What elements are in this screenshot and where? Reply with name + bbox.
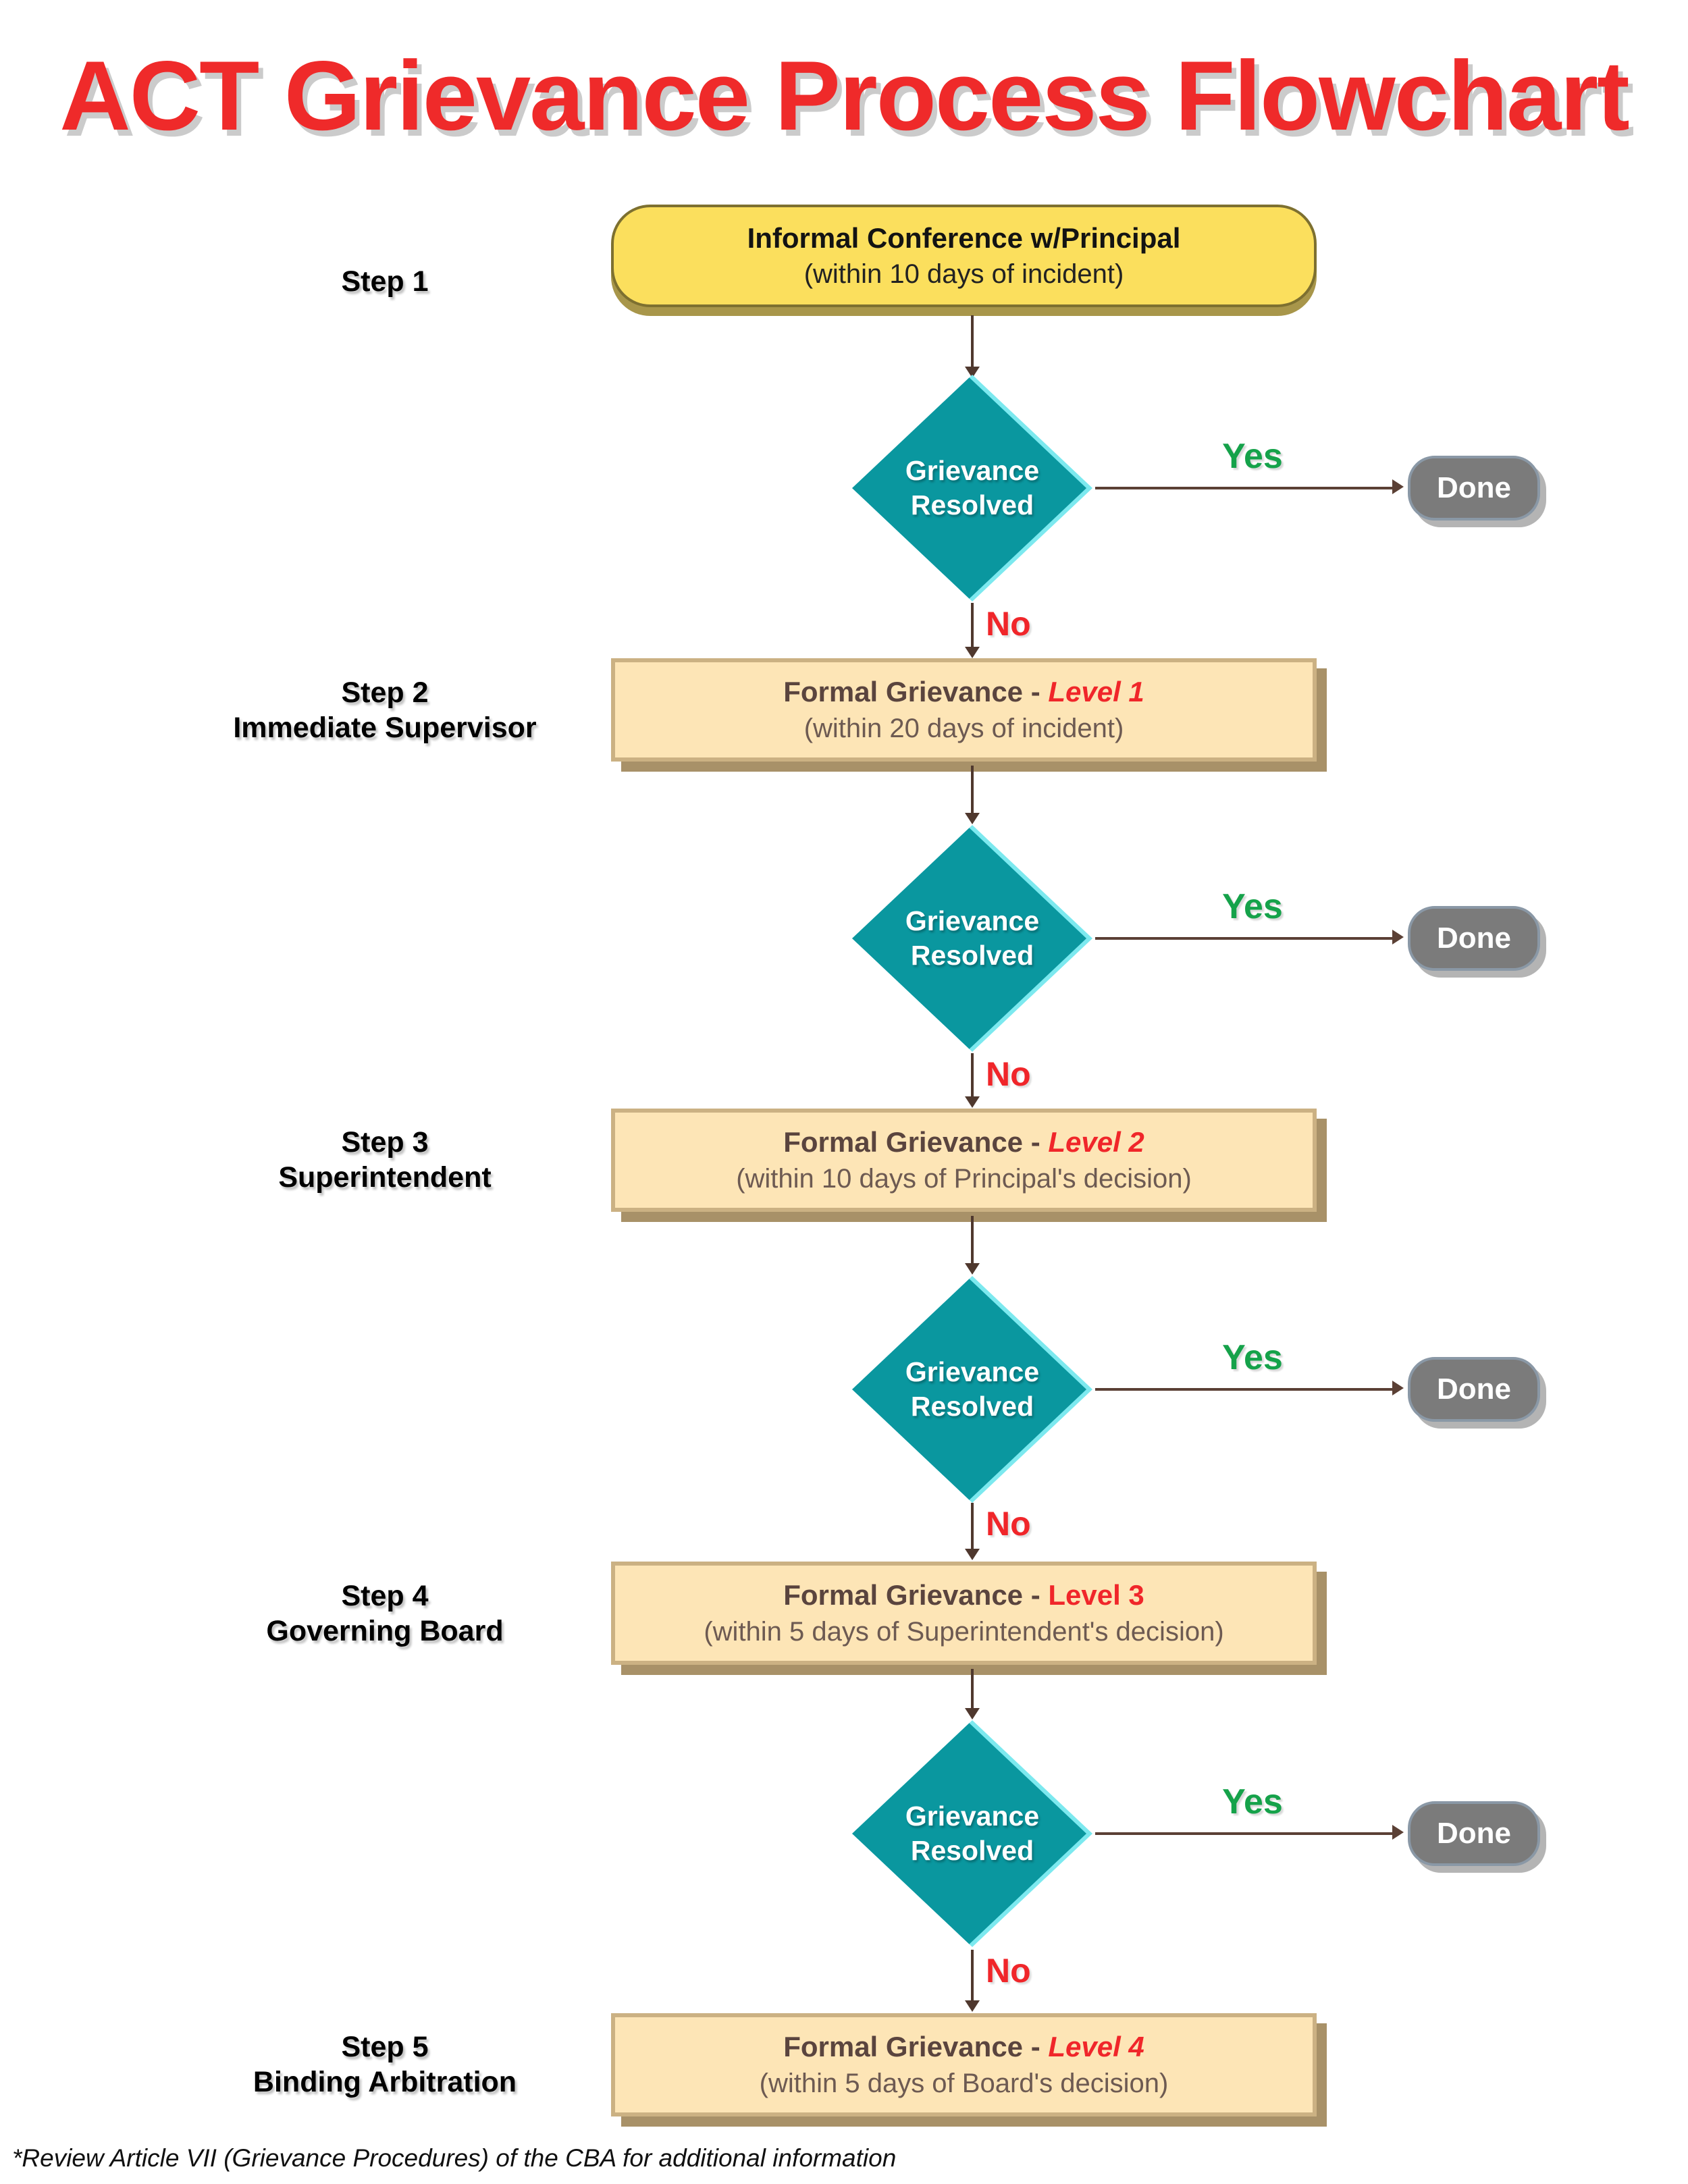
arrow-down-icon [965,2000,980,2012]
yes-label-1: Yes [1222,437,1283,476]
process-box-step3: Formal Grievance - Level 2 (within 10 da… [611,1109,1317,1212]
yes-label-3: Yes [1222,1338,1283,1377]
process-box-step4: Formal Grievance - Level 3 (within 5 day… [611,1562,1317,1665]
level-label: Level 3 [1048,1579,1144,1612]
footnote: *Review Article VII (Grievance Procedure… [12,2144,897,2172]
box-title: Formal Grievance - Level 2 [783,1126,1144,1158]
arrow-right-icon [1392,930,1404,944]
decision-label: Grievance Resolved [905,1800,1040,1866]
level-label: Level 1 [1048,676,1144,708]
no-label-3: No [986,1505,1031,1543]
arrow-down-icon [965,813,980,824]
step-label-line: Binding Arbitration [253,2066,517,2098]
level-label: Level 2 [1048,1126,1144,1158]
arrow-down-icon [965,1263,980,1275]
no-label-4: No [986,1952,1031,1990]
step-label-line: Step 1 [341,265,429,298]
connector-line [1095,1832,1392,1835]
step-label-line: Step 2 [341,676,429,709]
arrow-right-icon [1392,1825,1404,1840]
connector-line [1095,487,1392,489]
connector-line [971,1669,974,1708]
box-subtitle: (within 10 days of Principal's decision) [736,1163,1192,1194]
connector-line [1095,937,1392,940]
decision-diamond-1: Grievance Resolved [852,375,1092,602]
decision-diamond-3: Grievance Resolved [852,1276,1092,1503]
arrow-down-icon [965,1096,980,1108]
step-label-line: Step 4 [341,1580,429,1612]
arrow-down-icon [965,1549,980,1560]
box-title: Formal Grievance - Level 1 [783,676,1144,708]
step-label-line: Immediate Supervisor [233,712,537,744]
connector-line [971,603,974,648]
box-subtitle: (within 20 days of incident) [803,713,1124,743]
box-title: Formal Grievance - Level 3 [783,1579,1144,1612]
connector-line [971,1053,974,1098]
connector-line [971,1216,974,1263]
done-pill-3: Done [1408,1357,1540,1422]
page-title: ACT Grievance Process Flowchart [59,41,1630,151]
done-pill-4: Done [1408,1801,1540,1866]
arrow-right-icon [1392,1381,1404,1395]
connector-line [1095,1388,1392,1391]
step-label-1: Step 1 [128,264,641,299]
decision-diamond-2: Grievance Resolved [852,825,1092,1052]
box-subtitle: (within 10 days of incident) [803,259,1124,290]
connector-line [971,315,974,367]
arrow-down-icon [965,647,980,658]
yes-label-4: Yes [1222,1782,1283,1821]
level-label: Level 4 [1048,2031,1144,2063]
decision-diamond-4: Grievance Resolved [852,1720,1092,1947]
process-box-step5: Formal Grievance - Level 4 (within 5 day… [611,2013,1317,2116]
done-pill-2: Done [1408,906,1540,971]
process-box-step2: Formal Grievance - Level 1 (within 20 da… [611,658,1317,762]
no-label-2: No [986,1055,1031,1093]
connector-line [971,766,974,813]
box-subtitle: (within 5 days of Board's decision) [759,2068,1169,2098]
connector-line [971,1950,974,2001]
arrow-right-icon [1392,479,1404,494]
no-label-1: No [986,605,1031,643]
box-title: Informal Conference w/Principal [747,221,1181,254]
decision-label: Grievance Resolved [905,1356,1040,1422]
arrow-down-icon [965,367,980,378]
step-label-line: Step 3 [341,1126,429,1158]
arrow-down-icon [965,1708,980,1720]
step-label-line: Step 5 [341,2031,429,2063]
yes-label-2: Yes [1222,887,1283,926]
step-label-line: Superintendent [278,1161,492,1194]
step-label-4: Step 4 Governing Board [128,1578,641,1649]
box-subtitle: (within 5 days of Superintendent's decis… [704,1616,1224,1647]
box-title: Formal Grievance - Level 4 [783,2031,1144,2063]
step-label-5: Step 5 Binding Arbitration [128,2029,641,2100]
step-label-line: Governing Board [266,1615,504,1647]
step-label-3: Step 3 Superintendent [128,1125,641,1195]
step-label-2: Step 2 Immediate Supervisor [128,675,641,745]
done-pill-1: Done [1408,456,1540,521]
decision-label: Grievance Resolved [905,454,1040,521]
decision-label: Grievance Resolved [905,905,1040,971]
connector-line [971,1503,974,1550]
start-box-step1: Informal Conference w/Principal (within … [611,205,1317,307]
